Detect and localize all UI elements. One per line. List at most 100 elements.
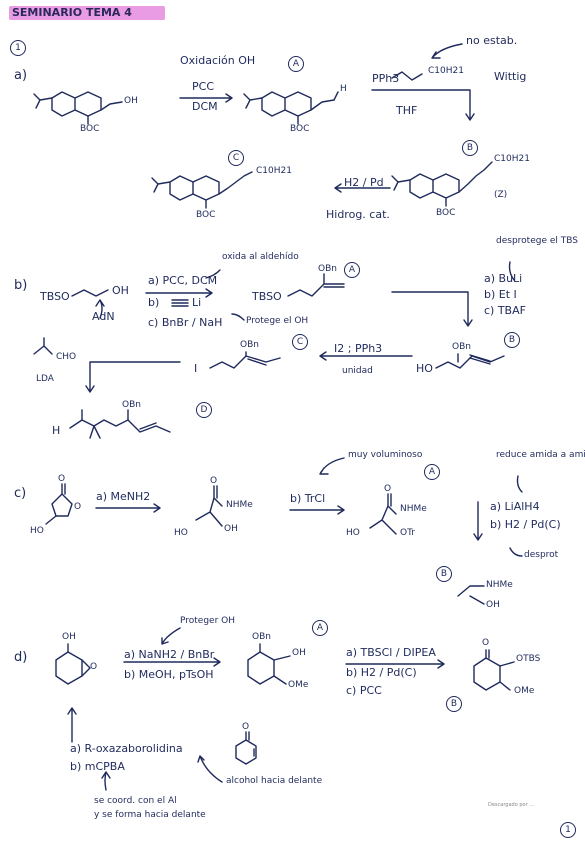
part-b-label: b) bbox=[14, 278, 28, 293]
mark-d-B: B bbox=[446, 696, 462, 712]
b-cho: CHO bbox=[56, 352, 77, 362]
d-arrow-2 bbox=[345, 659, 445, 669]
a-molecule-B bbox=[391, 161, 493, 207]
note-arrow-proteger bbox=[161, 627, 181, 645]
title-highlight bbox=[9, 6, 165, 20]
b-arrow-1 bbox=[145, 288, 213, 298]
note-arrow-desprot bbox=[509, 547, 523, 557]
c-arrow-2 bbox=[289, 505, 345, 515]
mark-b-B: B bbox=[504, 332, 520, 348]
c-o-ring: O bbox=[74, 502, 82, 512]
b-molecule-D bbox=[69, 419, 171, 433]
note-oxida: oxida al aldehído bbox=[222, 252, 299, 262]
mark-c-B: B bbox=[436, 566, 452, 582]
note-no-estab: no estab. bbox=[466, 34, 518, 47]
c-amide-A bbox=[369, 505, 397, 535]
c-r-a: a) LiAlH4 bbox=[490, 500, 540, 513]
mark-a-B: B bbox=[462, 140, 478, 156]
page-number: 1 bbox=[560, 822, 576, 838]
wittig-pph3: PPh3 bbox=[372, 72, 400, 85]
d-enone-o: O bbox=[242, 722, 250, 732]
d-o-epox: O bbox=[90, 662, 98, 672]
b-start-oh: OH bbox=[112, 284, 129, 297]
mark-b-A: A bbox=[344, 262, 360, 278]
b-d-obn: OBn bbox=[122, 400, 141, 410]
c-a-ho: HO bbox=[346, 528, 360, 538]
note-arrow-oxida bbox=[205, 269, 221, 279]
d-cyclohexene bbox=[55, 651, 83, 685]
wittig-chain-label: C10H21 bbox=[428, 66, 464, 76]
hidrog-label: Hidrog. cat. bbox=[326, 208, 390, 221]
mark-a-C: C bbox=[228, 150, 244, 166]
d-arrow-1 bbox=[123, 657, 221, 667]
solvent-dcm: DCM bbox=[192, 100, 218, 113]
b-molecule-B bbox=[435, 355, 505, 369]
c-lactone bbox=[51, 493, 73, 517]
b-start-chain bbox=[71, 289, 109, 297]
note-arrow-protege bbox=[231, 313, 245, 321]
b-a-tbso: TBSO bbox=[252, 290, 282, 303]
note-coord-2: y se forma hacia delante bbox=[94, 810, 206, 820]
d-reagent-a: a) NaNH2 / BnBr bbox=[124, 648, 215, 661]
c-a-otr: OTr bbox=[400, 528, 415, 538]
d-r-c: c) PCC bbox=[346, 684, 382, 697]
note-oxidation: Oxidación OH bbox=[180, 54, 256, 67]
d-b-o: O bbox=[482, 638, 490, 648]
b-reagent-li: Li bbox=[192, 296, 202, 309]
part-a-label: a) bbox=[14, 68, 28, 83]
d-r-a: a) TBSCl / DIPEA bbox=[346, 646, 436, 659]
b-adn-arrow bbox=[95, 299, 105, 319]
b-reagent-c: c) BnBr / NaH bbox=[148, 316, 223, 329]
d-a-ome: OMe bbox=[288, 680, 309, 690]
a-arrow-2 bbox=[371, 89, 475, 121]
watermark: Descargado por ... bbox=[488, 802, 535, 808]
b-reagent-a: a) PCC, DCM bbox=[148, 274, 218, 287]
a-start-molecule bbox=[33, 91, 123, 125]
mark-d-A: A bbox=[312, 620, 328, 636]
note-arrow-coord bbox=[101, 771, 111, 791]
c-a-nhme: NHMe bbox=[400, 504, 427, 514]
page-title: SEMINARIO TEMA 4 bbox=[12, 6, 132, 19]
part-d-label: d) bbox=[14, 650, 28, 665]
note-arrow-alcohol bbox=[197, 755, 223, 783]
a-arrow-1 bbox=[179, 93, 233, 103]
b-r-a: a) BuLi bbox=[484, 272, 523, 285]
problem-number: 1 bbox=[10, 40, 26, 56]
note-voluminoso: muy voluminoso bbox=[348, 450, 423, 460]
note-reduce: reduce amida a amina bbox=[496, 450, 585, 460]
a-boc: BOC bbox=[80, 124, 100, 134]
b-r-c: c) TBAF bbox=[484, 304, 526, 317]
note-arrow-reduce bbox=[516, 475, 523, 493]
mark-b-C: C bbox=[292, 334, 308, 350]
c-r-b: b) H2 / Pd(C) bbox=[490, 518, 561, 531]
b-unidad: unidad bbox=[342, 366, 373, 376]
wittig-label: Wittig bbox=[494, 70, 527, 83]
note-alcohol: alcohol hacia delante bbox=[226, 776, 323, 786]
reagent-pcc: PCC bbox=[192, 80, 214, 93]
note-desprot: desprot bbox=[524, 550, 559, 560]
c-b-nhme: NHMe bbox=[486, 580, 513, 590]
d-back-a: a) R-oxazaborolidina bbox=[70, 742, 183, 755]
a-aldehyde-h: H bbox=[340, 84, 347, 94]
mark-a-A: A bbox=[288, 56, 304, 72]
b-lda: LDA bbox=[36, 374, 54, 384]
c-ho2: HO bbox=[174, 528, 188, 538]
mark-c-A: A bbox=[424, 464, 440, 480]
d-back-b: b) mCPBA bbox=[70, 760, 125, 773]
b-adn: AdN bbox=[92, 310, 115, 323]
h2pd-label: H2 / Pd bbox=[344, 176, 384, 189]
b-product-A bbox=[287, 283, 345, 297]
a-arrow-3 bbox=[334, 183, 391, 193]
a-boc-3: BOC bbox=[436, 208, 456, 218]
c-oh: OH bbox=[224, 524, 238, 534]
c-amine-B bbox=[457, 585, 485, 605]
c-o-amide: O bbox=[210, 476, 218, 486]
note-arrow-desprotege bbox=[508, 261, 515, 281]
b-isobutyraldehyde bbox=[33, 337, 53, 355]
c-ho: HO bbox=[30, 526, 44, 536]
b-arrow-3 bbox=[319, 351, 413, 361]
note-proteger: Proteger OH bbox=[180, 616, 236, 626]
c-o-top: O bbox=[58, 474, 66, 484]
note-coord-1: se coord. con el Al bbox=[94, 796, 177, 806]
a-oh: OH bbox=[124, 96, 138, 106]
